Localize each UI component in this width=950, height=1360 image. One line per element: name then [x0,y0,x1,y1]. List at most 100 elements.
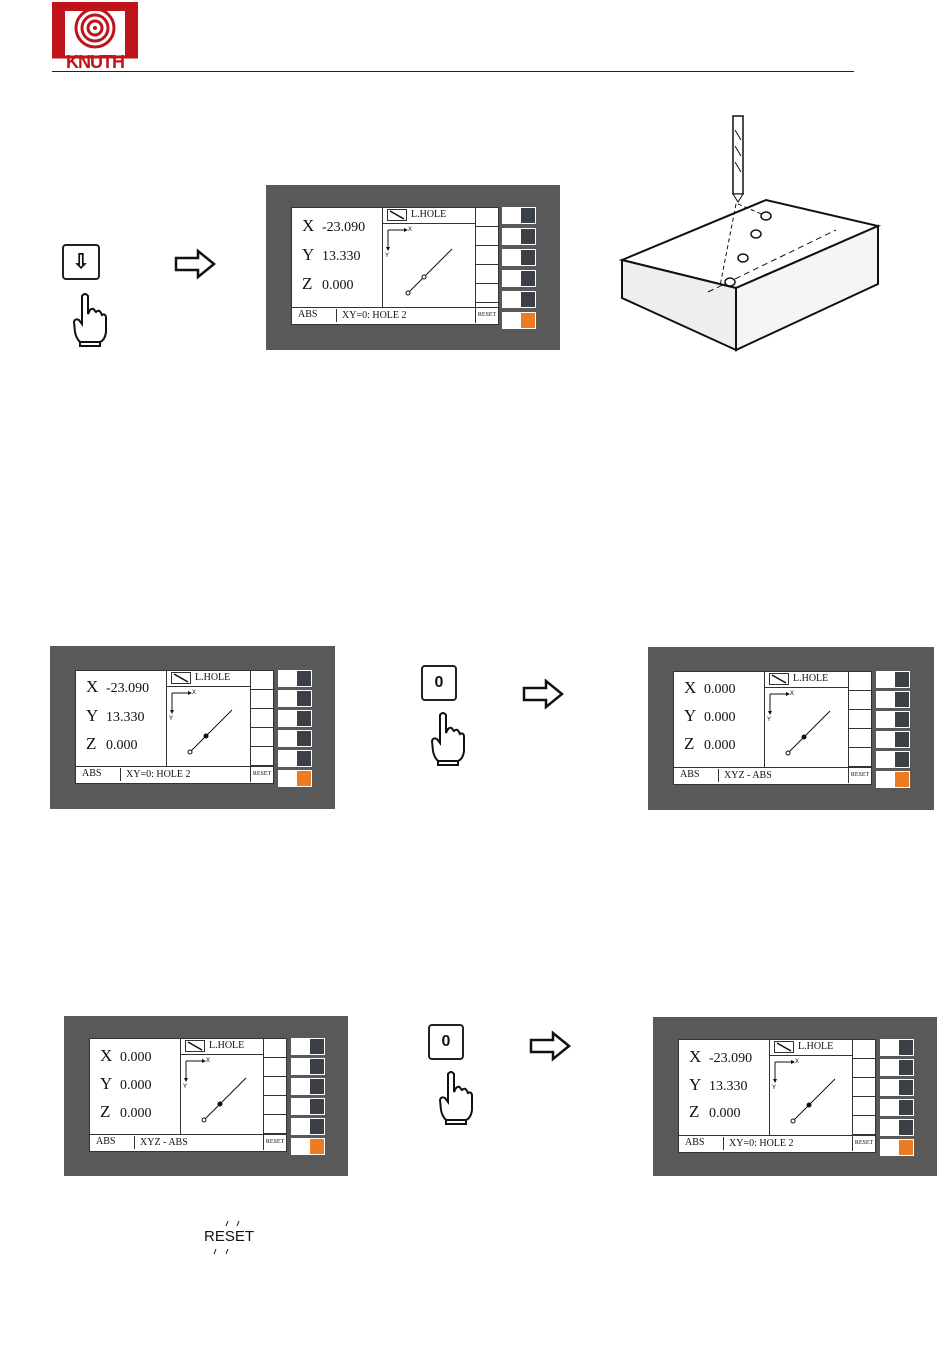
hw-button[interactable] [876,711,910,728]
status-message: XY=0: HOLE 2 [342,310,407,321]
reset-softkey[interactable]: RESET [848,768,871,783]
hole-pattern-graph: X Y [382,223,478,309]
down-arrow-key[interactable]: ⇩ [62,244,100,280]
x-axis-readout: X-23.090 [302,216,365,236]
line-hole-icon [774,1041,794,1053]
hw-button[interactable] [876,731,910,748]
pointing-hand-icon [72,292,108,353]
mode-header: L.HOLE [769,1040,853,1056]
pointing-hand-icon [438,1070,474,1131]
hw-button[interactable] [278,690,312,707]
hw-button[interactable] [502,207,536,224]
hw-button[interactable] [278,670,312,687]
mode-label: L.HOLE [793,673,828,684]
line-hole-graph: L.HOLE X Y [166,671,251,767]
reset-label-graphic: RESET [200,1218,264,1258]
status-bar: ABS XYZ - ABS RESET [674,767,871,784]
hw-button[interactable] [502,291,536,308]
graph-x-label: X [408,227,412,233]
hw-button[interactable] [291,1038,325,1055]
knuth-logo: KNUTH [52,2,138,70]
zero-key[interactable]: 0 [421,665,457,701]
hw-button-active[interactable] [502,312,536,329]
status-mode: ABS [680,769,719,782]
status-bar: ABS XY=0: HOLE 2 RESET [76,766,273,783]
status-mode: ABS [82,768,121,781]
hw-button[interactable] [502,228,536,245]
hw-button[interactable] [880,1119,914,1136]
hw-button[interactable] [291,1118,325,1135]
hw-button-active[interactable] [880,1139,914,1156]
svg-text:Y: Y [767,717,771,723]
svg-text:X: X [795,1059,799,1065]
hw-button[interactable] [880,1059,914,1076]
pointing-hand-icon [430,711,466,772]
status-bar: ABS XYZ - ABS RESET [90,1134,286,1151]
svg-text:X: X [192,690,196,696]
x-axis-readout: X-23.090 [86,677,149,697]
hw-button[interactable] [278,710,312,727]
status-message: XYZ - ABS [724,770,772,781]
reset-softkey[interactable]: RESET [852,1136,875,1151]
hw-button[interactable] [876,691,910,708]
status-message: XYZ - ABS [140,1137,188,1148]
hw-button-active[interactable] [291,1138,325,1155]
hw-button[interactable] [291,1078,325,1095]
mode-label: L.HOLE [798,1041,833,1052]
hw-button[interactable] [502,270,536,287]
hw-button[interactable] [880,1099,914,1116]
mode-header: L.HOLE [180,1039,264,1055]
reset-softkey[interactable]: RESET [475,308,498,323]
svg-text:X: X [790,691,794,697]
reset-softkey[interactable]: RESET [263,1135,286,1150]
hw-button[interactable] [876,751,910,768]
hw-button[interactable] [880,1039,914,1056]
mode-header: L.HOLE [764,672,849,688]
workpiece-drilling-illustration [616,112,886,367]
svg-text:Y: Y [183,1084,187,1090]
status-message: XY=0: HOLE 2 [126,769,191,780]
line-hole-icon [387,209,407,221]
reset-softkey[interactable]: RESET [250,767,273,782]
line-hole-graph: L.HOLE X Y [180,1039,264,1135]
hole-pattern-graph: X Y [769,1055,855,1137]
hole-pattern-graph: X Y [166,686,252,768]
line-hole-graph: L.HOLE X Y [764,672,849,768]
zero-key[interactable]: 0 [428,1024,464,1060]
hole-pattern-graph: X Y [180,1054,266,1136]
svg-text:Y: Y [772,1085,776,1091]
hw-button[interactable] [880,1079,914,1096]
softkey-column [475,208,498,308]
x-axis-readout: X-23.090 [689,1047,752,1067]
hw-button[interactable] [278,730,312,747]
hw-button[interactable] [876,671,910,688]
hw-button-active[interactable] [278,770,312,787]
hw-button[interactable] [291,1058,325,1075]
hw-button-active[interactable] [876,771,910,788]
hw-button[interactable] [291,1098,325,1115]
status-mode: ABS [96,1136,135,1149]
arrow-right-outline-icon [174,248,216,285]
arrow-right-outline-icon [522,678,564,715]
hw-button[interactable] [502,249,536,266]
hw-button[interactable] [278,750,312,767]
